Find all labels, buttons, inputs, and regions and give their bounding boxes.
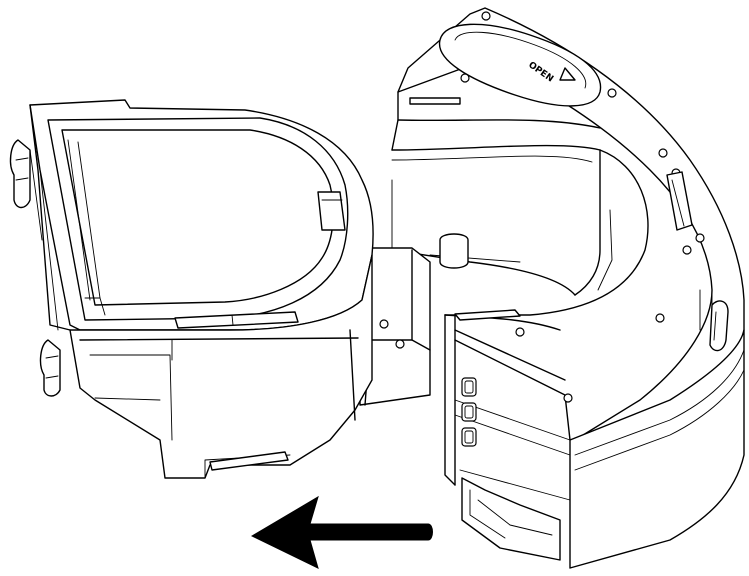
top-slot-left: [409, 97, 461, 105]
arrow-left-icon: [250, 495, 433, 569]
curved-base-module: OPEN: [391, 7, 745, 569]
front-handle-slot: [174, 311, 299, 329]
inner-slot: [454, 309, 521, 321]
triangle-icon: [559, 67, 576, 81]
connector-bridge: [359, 233, 469, 406]
side-buttons: [461, 377, 477, 447]
left-latches: [9, 139, 61, 397]
bottom-slot: [209, 451, 289, 471]
flat-tank-module: [9, 99, 374, 479]
side-latch: [709, 300, 729, 352]
top-lid: OPEN: [438, 23, 602, 107]
tray-notch: [317, 191, 346, 231]
connector-plug: [439, 233, 469, 269]
